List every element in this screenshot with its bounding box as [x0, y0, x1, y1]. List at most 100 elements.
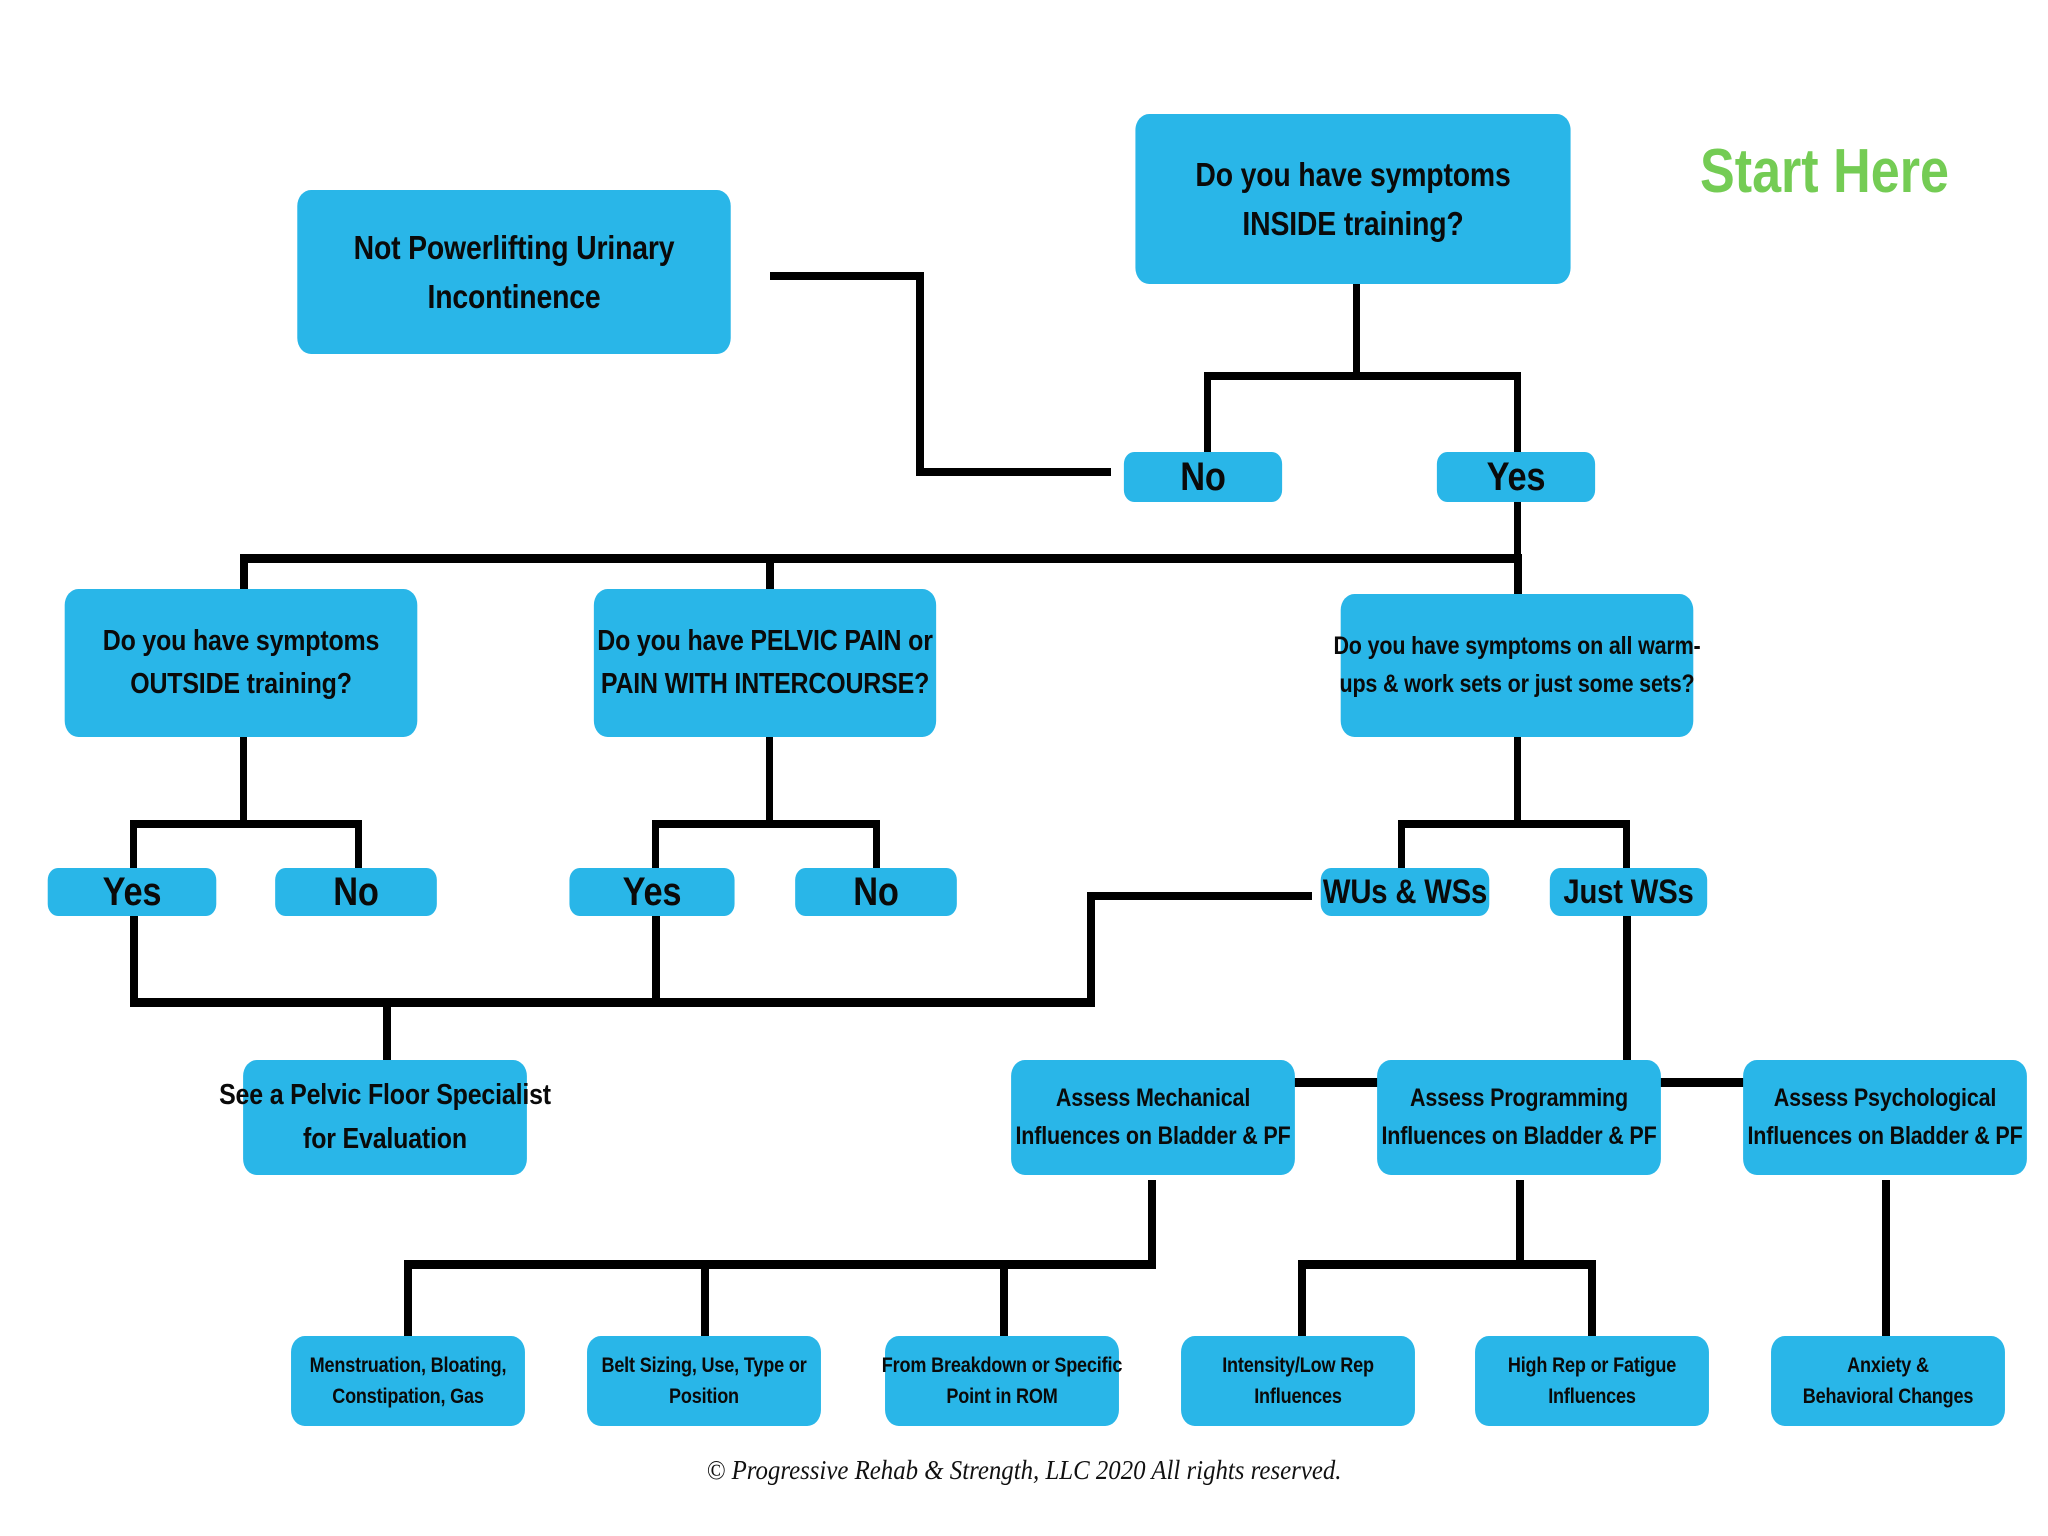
node-wus-and-wss[interactable]: WUs & WSs: [1320, 868, 1490, 916]
connector-specialist-merge-bar: [130, 998, 1095, 1007]
node-pain-yes[interactable]: Yes: [569, 868, 735, 916]
node-belt-sizing[interactable]: Belt Sizing, Use, Type or Position: [587, 1336, 821, 1426]
node-symptoms-inside-training[interactable]: Do you have symptoms INSIDE training?: [1135, 114, 1571, 284]
node-line-2: Incontinence: [427, 278, 601, 315]
node-line-1: Do you have symptoms on all warm-: [1333, 632, 1701, 660]
node-label: Yes: [102, 870, 162, 914]
connector-notpl-right: [770, 272, 923, 280]
node-label: Just WSs: [1563, 872, 1694, 911]
node-label: WUs & WSs: [1322, 872, 1488, 911]
node-line-2: Influences on Bladder & PF: [1747, 1121, 2023, 1150]
connector-prog-child2-drop: [1588, 1260, 1596, 1338]
node-not-powerlifting-ui[interactable]: Not Powerlifting Urinary Incontinence: [297, 190, 731, 354]
copyright-footer: © Progressive Rehab & Strength, LLC 2020…: [706, 1455, 1342, 1485]
connector-inside-yes-down: [1514, 500, 1521, 558]
node-line-2: Position: [669, 1385, 739, 1408]
node-symptoms-outside-training[interactable]: Do you have symptoms OUTSIDE training?: [64, 589, 418, 737]
connector-specialist-drop: [383, 998, 391, 1061]
connector-pain-yes-drop: [652, 820, 659, 872]
node-label: No: [1180, 455, 1226, 499]
node-high-rep-fatigue[interactable]: High Rep or Fatigue Influences: [1475, 1336, 1709, 1426]
node-warmups-worksets-question[interactable]: Do you have symptoms on all warm- ups & …: [1333, 594, 1701, 737]
node-menstruation-bloating[interactable]: Menstruation, Bloating, Constipation, Ga…: [291, 1336, 525, 1426]
node-line-2: ups & work sets or just some sets?: [1339, 669, 1695, 698]
connector-pelvicpain-split-bar: [652, 820, 880, 828]
connector-mech-child1-drop: [404, 1260, 412, 1338]
node-breakdown-rom[interactable]: From Breakdown or Specific Point in ROM: [881, 1336, 1123, 1426]
node-line-2: Constipation, Gas: [332, 1385, 484, 1408]
node-inside-yes[interactable]: Yes: [1436, 452, 1596, 502]
connector-notpl-down: [916, 272, 924, 475]
node-pain-no[interactable]: No: [795, 868, 957, 916]
node-outside-yes[interactable]: Yes: [47, 868, 217, 916]
connector-inside-no-drop: [1204, 372, 1211, 454]
node-label: Yes: [622, 870, 682, 914]
connector-mech-down: [1148, 1180, 1156, 1267]
connector-mech-child2-drop: [701, 1260, 709, 1338]
node-line-2: for Evaluation: [303, 1122, 467, 1155]
node-assess-psychological[interactable]: Assess Psychological Influences on Bladd…: [1743, 1060, 2027, 1175]
connector-prog-children-bar: [1298, 1260, 1596, 1269]
node-assess-programming[interactable]: Assess Programming Influences on Bladder…: [1377, 1060, 1661, 1175]
connector-pain-no-drop: [873, 820, 880, 872]
node-anxiety-behavioral[interactable]: Anxiety & Behavioral Changes: [1771, 1336, 2005, 1426]
node-label: Yes: [1486, 455, 1546, 499]
connector-justwss-drop: [1623, 820, 1630, 872]
connector-outside-no-drop: [355, 820, 362, 872]
node-line-1: Do you have symptoms: [102, 624, 380, 657]
node-line-2: PAIN WITH INTERCOURSE?: [600, 668, 930, 700]
node-see-pelvic-floor-specialist[interactable]: See a Pelvic Floor Specialist for Evalua…: [219, 1060, 551, 1175]
node-line-1: Do you have PELVIC PAIN or: [597, 624, 933, 657]
node-line-2: Influences: [1548, 1385, 1636, 1408]
node-line-2: Behavioral Changes: [1802, 1385, 1974, 1408]
connector-prog-down: [1516, 1180, 1524, 1267]
connector-wus-left-stem: [1087, 892, 1312, 900]
connector-wus-left-down: [1087, 892, 1095, 1005]
node-pelvic-pain-intercourse[interactable]: Do you have PELVIC PAIN or PAIN WITH INT…: [593, 589, 937, 737]
connector-outside-split-bar: [130, 820, 362, 828]
connector-inside-stem: [1353, 284, 1360, 377]
node-line-1: Anxiety &: [1847, 1353, 1929, 1377]
connector-inside-split-bar: [1204, 372, 1521, 380]
connector-pain-yes-down: [652, 910, 660, 1005]
connector-mech-children-bar: [404, 1260, 1156, 1269]
node-just-wss[interactable]: Just WSs: [1549, 868, 1708, 916]
node-line-1: Menstruation, Bloating,: [309, 1353, 507, 1377]
connector-main-distribution-bar: [240, 554, 1522, 563]
node-line-1: See a Pelvic Floor Specialist: [219, 1079, 551, 1111]
node-line-2: Influences on Bladder & PF: [1015, 1121, 1291, 1150]
node-assess-mechanical[interactable]: Assess Mechanical Influences on Bladder …: [1011, 1060, 1295, 1175]
node-line-1: Assess Psychological: [1773, 1084, 1997, 1112]
connector-notpl-into-no: [916, 468, 1111, 476]
node-line-1: From Breakdown or Specific: [881, 1353, 1123, 1377]
connector-outside-yes-down: [130, 910, 138, 1005]
connector-justwss-down: [1623, 910, 1631, 1085]
node-line-2: Influences: [1254, 1385, 1342, 1408]
node-line-2: Influences on Bladder & PF: [1381, 1121, 1657, 1150]
connector-outside-stem: [240, 737, 247, 827]
connector-warmups-stem: [1514, 737, 1521, 827]
connector-prog-child1-drop: [1298, 1260, 1306, 1338]
node-line-1: Assess Mechanical: [1055, 1084, 1251, 1112]
node-line-1: Not Powerlifting Urinary: [353, 228, 675, 266]
connector-outside-yes-drop: [130, 820, 137, 872]
node-line-2: INSIDE training?: [1242, 205, 1464, 242]
node-line-2: OUTSIDE training?: [130, 668, 352, 700]
node-line-1: Belt Sizing, Use, Type or: [601, 1353, 807, 1377]
node-label: No: [853, 870, 899, 914]
node-label: No: [333, 870, 379, 914]
connector-mech-child3-drop: [1000, 1260, 1008, 1338]
connector-psych-down: [1882, 1180, 1890, 1338]
node-intensity-low-rep[interactable]: Intensity/Low Rep Influences: [1181, 1336, 1415, 1426]
start-here-label: Start Here: [1700, 137, 1949, 206]
connector-pelvicpain-stem: [766, 737, 773, 827]
node-line-1: High Rep or Fatigue: [1507, 1353, 1677, 1377]
connector-inside-yes-drop: [1514, 372, 1521, 454]
node-line-1: Assess Programming: [1410, 1084, 1628, 1112]
node-inside-no[interactable]: No: [1123, 452, 1283, 502]
node-outside-no[interactable]: No: [275, 868, 437, 916]
node-line-1: Intensity/Low Rep: [1222, 1353, 1374, 1377]
node-line-1: Do you have symptoms: [1195, 155, 1511, 193]
node-line-2: Point in ROM: [946, 1385, 1058, 1408]
